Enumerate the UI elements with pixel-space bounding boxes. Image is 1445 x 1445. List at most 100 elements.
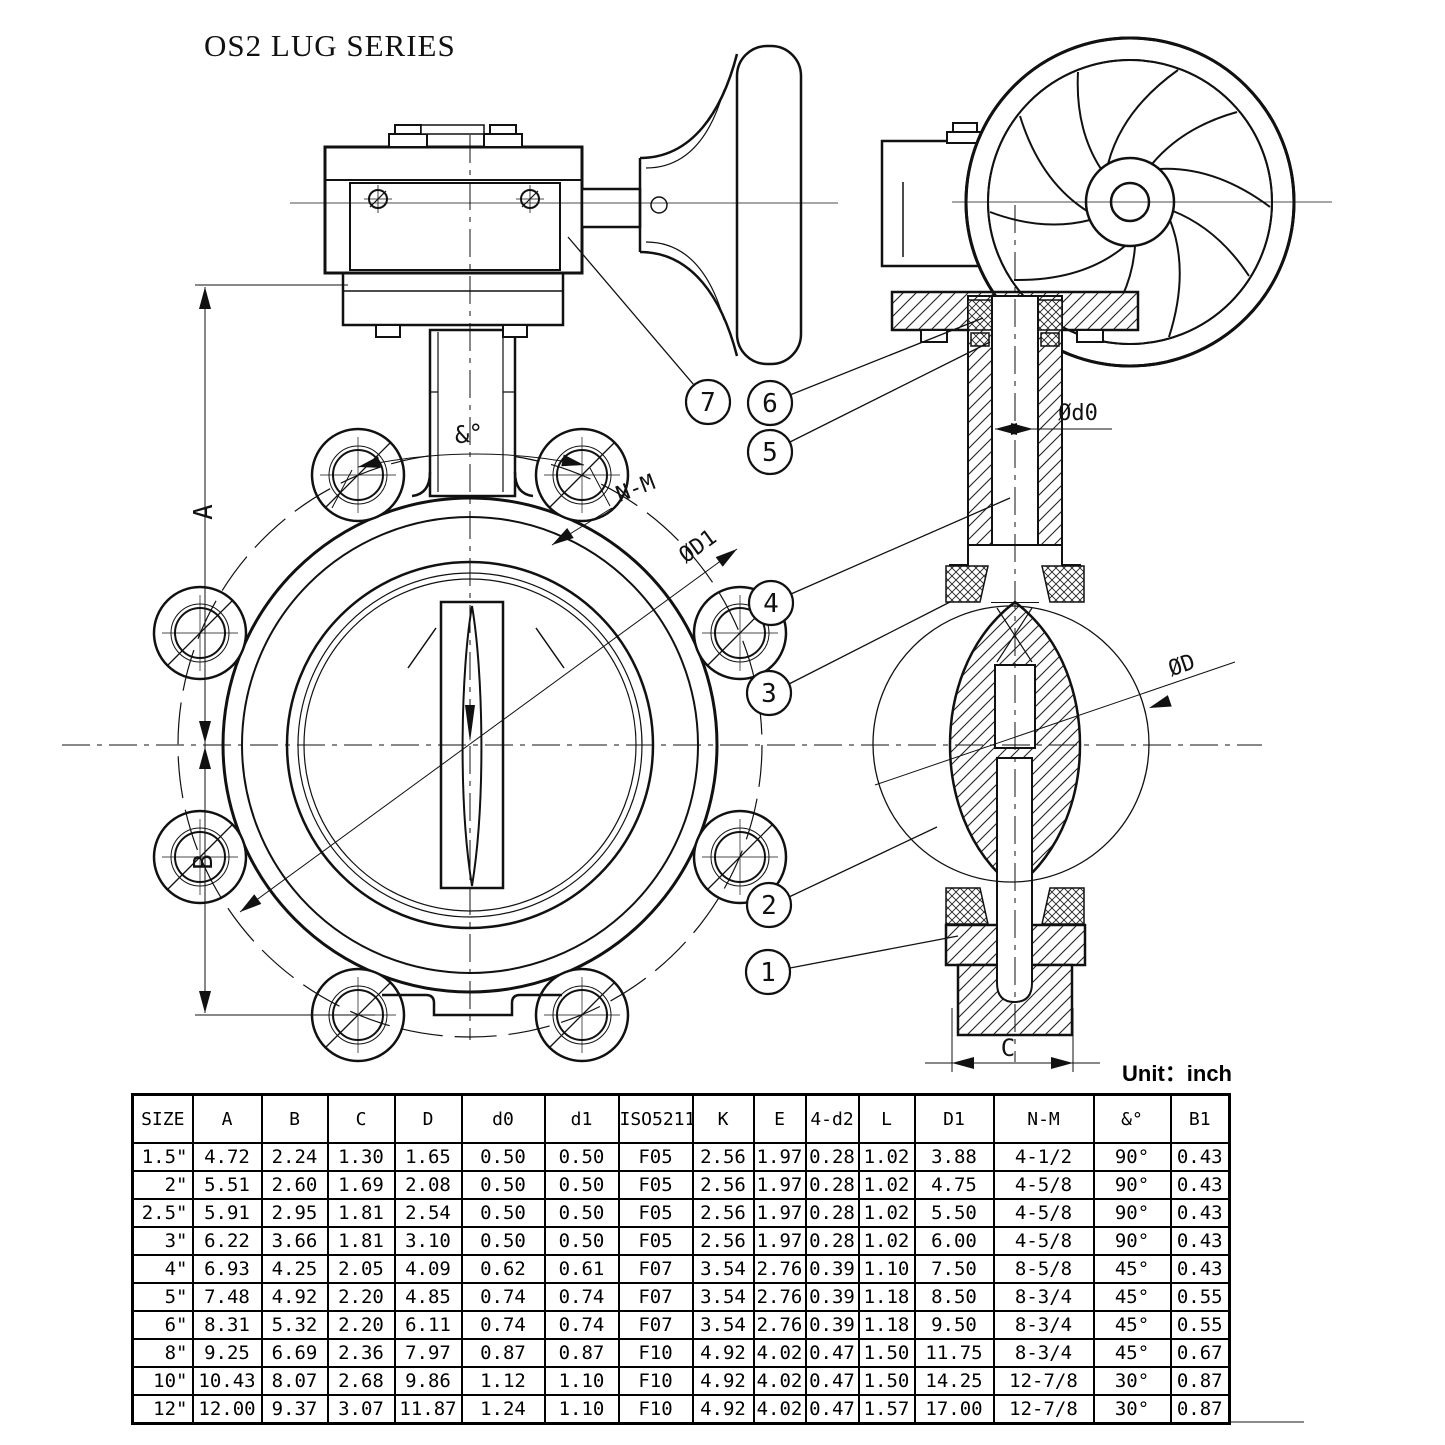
table-cell: 1.97	[752, 1198, 807, 1228]
table-cell: 5.32	[260, 1310, 329, 1340]
table-cell: 1.50	[857, 1338, 916, 1368]
table-cell: 0.47	[804, 1338, 860, 1368]
table-cell: 1.10	[543, 1394, 620, 1425]
table-cell: F05	[617, 1170, 694, 1200]
table-cell: 2.05	[326, 1254, 396, 1284]
table-cell: 5"	[131, 1282, 194, 1312]
table-header-cell: A	[191, 1093, 263, 1144]
table-cell: 6.11	[393, 1310, 463, 1340]
table-header-cell: d0	[460, 1093, 546, 1144]
table-cell: 1.81	[326, 1226, 396, 1256]
table-cell: 2"	[131, 1170, 194, 1200]
table-cell: 14.25	[913, 1366, 995, 1396]
table-cell: 0.61	[543, 1254, 620, 1284]
table-header-cell: C	[326, 1093, 396, 1144]
table-cell: 8-3/4	[992, 1310, 1095, 1340]
table-cell: 1.65	[393, 1142, 463, 1172]
table-cell: 0.50	[460, 1198, 546, 1228]
table-cell: 45°	[1092, 1310, 1172, 1340]
sheet-edge-line	[1228, 1421, 1304, 1423]
table-cell: 6.93	[191, 1254, 263, 1284]
table-cell: 45°	[1092, 1254, 1172, 1284]
table-cell: 0.39	[804, 1310, 860, 1340]
table-cell: 0.87	[1169, 1366, 1231, 1396]
callout-1-number: 1	[760, 958, 776, 988]
table-cell: 2.76	[752, 1310, 807, 1340]
table-cell: 2.56	[691, 1170, 755, 1200]
table-cell: 8.07	[260, 1366, 329, 1396]
table-cell: 0.62	[460, 1254, 546, 1284]
dim-label-b: B	[189, 854, 219, 870]
table-cell: 1.02	[857, 1198, 916, 1228]
table-cell: 3"	[131, 1226, 194, 1256]
table-cell: 6"	[131, 1310, 194, 1340]
table-cell: 4.02	[752, 1394, 807, 1425]
table-cell: 8.31	[191, 1310, 263, 1340]
table-cell: 0.43	[1169, 1254, 1231, 1284]
table-cell: 2.24	[260, 1142, 329, 1172]
callouts: 7 6 5 4 3	[567, 236, 1011, 996]
table-cell: 0.28	[804, 1226, 860, 1256]
table-cell: 90°	[1092, 1170, 1172, 1200]
table-cell: 0.47	[804, 1366, 860, 1396]
table-cell: 1.69	[326, 1170, 396, 1200]
table-cell: 0.87	[1169, 1394, 1231, 1425]
table-cell: 5.51	[191, 1170, 263, 1200]
table-cell: 3.10	[393, 1226, 463, 1256]
table-cell: 0.28	[804, 1170, 860, 1200]
table-header-cell: L	[857, 1093, 916, 1144]
table-cell: 3.66	[260, 1226, 329, 1256]
table-cell: 1.12	[460, 1366, 546, 1396]
table-header-cell: ISO5211	[617, 1093, 694, 1144]
table-cell: 11.87	[393, 1394, 463, 1425]
table-cell: 8.50	[913, 1282, 995, 1312]
table-cell: 2.20	[326, 1310, 396, 1340]
table-cell: 8-3/4	[992, 1282, 1095, 1312]
gearbox-screw	[364, 185, 392, 213]
callout-6: 6	[746, 317, 984, 427]
valve-drawing: A B &° N-M ØD1 Ød0 ØD	[62, 36, 1332, 1072]
table-cell: 4.75	[913, 1170, 995, 1200]
table-cell: 1.5"	[131, 1142, 194, 1172]
table-cell: 4-1/2	[992, 1142, 1095, 1172]
table-header-cell: d1	[543, 1093, 620, 1144]
table-cell: 4.92	[260, 1282, 329, 1312]
table-cell: 10.43	[191, 1366, 263, 1396]
table-cell: 3.07	[326, 1394, 396, 1425]
table-cell: 0.43	[1169, 1226, 1231, 1256]
dim-label-d0: Ød0	[1058, 401, 1098, 426]
table-cell: 0.39	[804, 1254, 860, 1284]
table-cell: 0.39	[804, 1282, 860, 1312]
table-cell: 9.86	[393, 1366, 463, 1396]
table-cell: 0.67	[1169, 1338, 1231, 1368]
callout-4-number: 4	[763, 589, 779, 619]
table-header-cell: D	[393, 1093, 463, 1144]
table-cell: 4.85	[393, 1282, 463, 1312]
table-cell: 4.72	[191, 1142, 263, 1172]
table-cell: 9.25	[191, 1338, 263, 1368]
table-cell: 1.10	[543, 1366, 620, 1396]
table-cell: 1.02	[857, 1142, 916, 1172]
dim-label-a: A	[189, 504, 219, 520]
table-cell: 0.28	[804, 1198, 860, 1228]
unit-label: Unit：inch	[1122, 1061, 1232, 1086]
table-header-cell: 4-d2	[804, 1093, 860, 1144]
table-cell: 90°	[1092, 1198, 1172, 1228]
table-cell: F05	[617, 1142, 694, 1172]
dim-label-c: C	[1001, 1034, 1015, 1062]
dim-label-d: ØD	[1165, 650, 1198, 682]
callout-4: 4	[747, 497, 1011, 627]
table-cell: 0.43	[1169, 1198, 1231, 1228]
disc-lens	[461, 605, 483, 887]
table-cell: 0.50	[460, 1142, 546, 1172]
table-cell: 1.02	[857, 1226, 916, 1256]
table-cell: 7.97	[393, 1338, 463, 1368]
table-cell: 0.47	[804, 1394, 860, 1425]
table-cell: 1.97	[752, 1142, 807, 1172]
